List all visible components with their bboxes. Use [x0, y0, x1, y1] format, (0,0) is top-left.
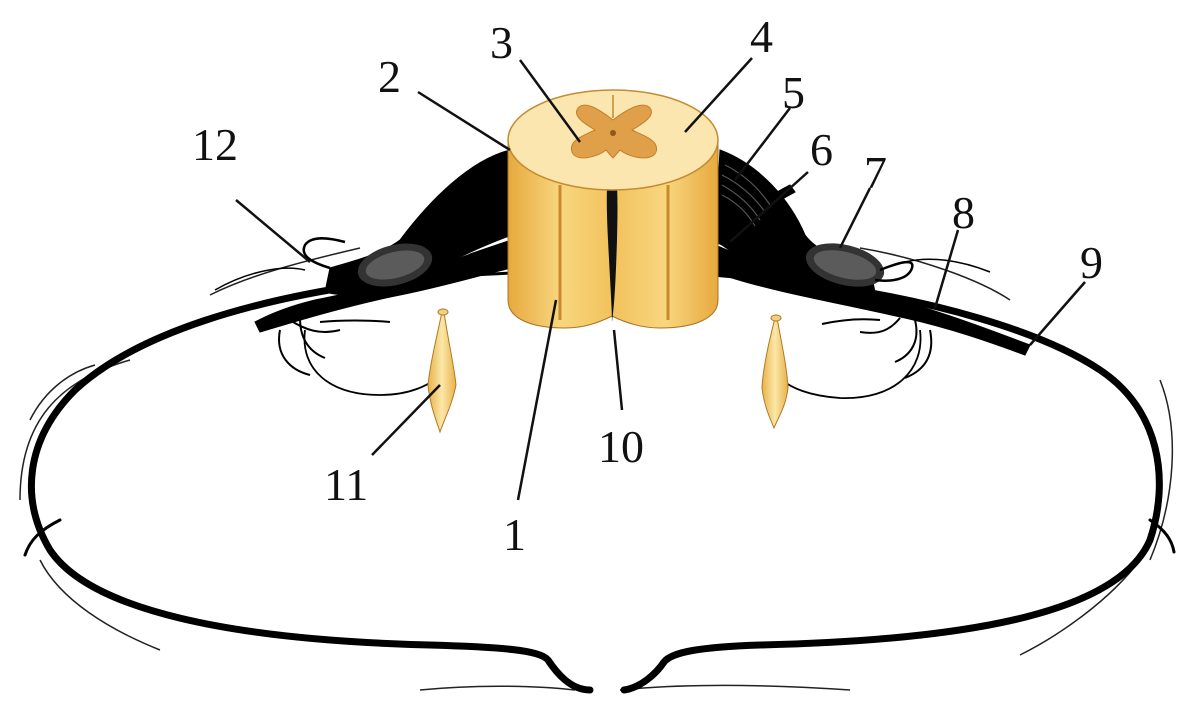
leader-line-1: [518, 300, 556, 500]
label-2: 2: [378, 51, 401, 102]
label-6: 6: [810, 124, 833, 175]
leader-line-8: [935, 230, 958, 308]
label-9: 9: [1080, 237, 1103, 288]
leader-line-10: [614, 330, 622, 410]
label-1: 1: [503, 509, 526, 560]
label-7: 7: [864, 147, 887, 198]
label-10: 10: [598, 421, 644, 472]
label-3: 3: [490, 17, 513, 68]
label-8: 8: [952, 187, 975, 238]
label-12: 12: [192, 119, 238, 170]
right-dorsal-ramus: [875, 259, 990, 280]
leader-line-9: [1030, 282, 1085, 345]
leader-line-4: [685, 58, 752, 132]
left-spinal-nerve: [255, 150, 512, 332]
spinal-cord-segment: [508, 90, 718, 328]
label-5: 5: [782, 67, 805, 118]
right-rami-communicantes: [780, 318, 931, 398]
left-rami-communicantes: [279, 318, 440, 395]
right-sympathetic-ganglion: [762, 315, 788, 428]
leader-line-12: [236, 200, 310, 262]
label-11: 11: [324, 459, 368, 510]
left-dorsal-ramus: [215, 238, 345, 290]
leader-line-2: [418, 92, 510, 150]
left-sympathetic-ganglion: [428, 309, 456, 432]
label-4: 4: [750, 11, 773, 62]
leader-line-5: [735, 108, 790, 180]
